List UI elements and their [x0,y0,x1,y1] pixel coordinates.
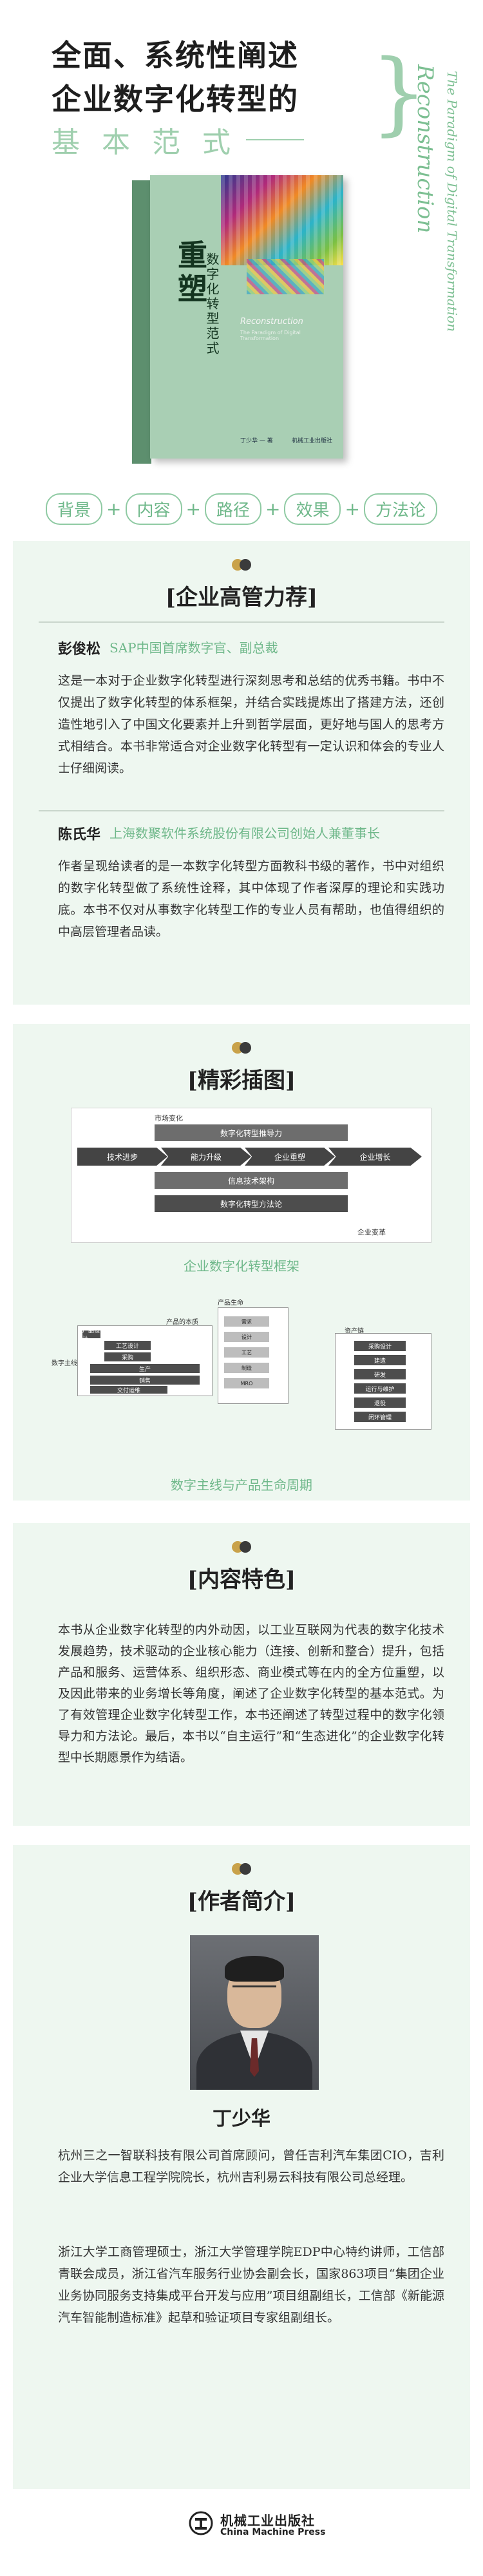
tag-methodology: 方法论 [363,493,437,525]
brace-icon: } [370,41,428,146]
header: 全面、系统性阐述 企业数字化转型的 基本范式 } Reconstruction … [0,0,483,332]
cover-mosaic-art [221,175,343,265]
step-arrow: 技术进步 [77,1148,167,1166]
publisher-name-en: China Machine Press [220,2527,326,2537]
endorser-name: 陈氏华 [58,826,101,843]
lifecycle-label: 产品生命 [218,1300,243,1307]
tag-background: 背景 [46,493,103,525]
diagram-caption: 企业数字化转型框架 [184,1258,299,1274]
footer: 机械工业出版社 China Machine Press [0,2499,483,2550]
publisher-logo-icon [189,2511,213,2535]
tag-content: 内容 [125,493,182,525]
english-title-vertical: Reconstruction [412,64,438,234]
enterprise-change-label: 企业变革 [357,1228,386,1236]
right-item: 采购设计 [354,1341,406,1351]
middle-item: 设计 [224,1332,269,1342]
publisher-name-cn: 机械工业出版社 [220,2513,315,2528]
left-item: 交付运维 [90,1386,167,1394]
middle-item: 制造 [224,1363,269,1373]
step-arrow: 企业增长 [328,1148,422,1166]
author-name: 丁少华 [213,2108,270,2130]
product-essence-label: 产品的本质 [166,1319,198,1326]
english-subtitle-vertical: The Paradigm of Digital Transformation [444,71,460,332]
section-divider [39,810,444,811]
market-change-label: 市场变化 [155,1114,183,1122]
headline-subtitle: 基本范式 [52,126,252,159]
tag-path: 路径 [204,493,261,525]
tag-effect: 效果 [284,493,341,525]
endorsement-text: 作者呈现给读者的是一本数字化转型方面教科书级的著作，书中对组织的数字化转型做了系… [58,859,444,939]
left-item: 工艺设计 [104,1341,151,1350]
headline-line-2: 企业数字化转型的 [52,82,299,117]
step-arrow: 能力升级 [161,1148,251,1166]
illustrations-title: [精彩插图] [187,1068,296,1094]
asset-chain-label: 资产链 [345,1328,364,1335]
headline-line-1: 全面、系统性阐述 [52,38,299,73]
content-panel: [内容特色] 本书从企业数字化转型的内外动因，以工业互联网为代表的数字化技术发展… [13,1523,470,1826]
book-publisher: 机械工业出版社 [292,438,333,444]
framework-diagram: 市场变化 数字化转型推导力 技术进步 能力升级 企业重塑 企业增长 信息技术架构… [71,1108,431,1243]
plus-icon: + [265,498,281,520]
book-subtitle: 数字化转型范式 [204,252,220,356]
right-item: 运行与维护 [354,1383,406,1394]
recommend-title: [企业高管力荐] [165,585,318,611]
middle-item: 工艺 [224,1347,269,1358]
info-arch-bar: 信息技术架构 [155,1172,348,1189]
book-cover-area: 重塑 数字化转型范式 Reconstruction The Paradigm o… [0,161,483,483]
section-divider [39,621,444,623]
endorsement-text: 这是一本对于企业数字化转型进行深刻思考和总结的优秀书籍。书中不仅提出了数字化转型… [58,674,444,775]
content-title: [内容特色] [187,1567,296,1593]
diagram-caption: 数字主线与产品生命周期 [171,1477,312,1493]
diagram-frame [71,1108,431,1243]
left-item: 生产 [90,1364,200,1373]
dots-icon [232,1042,251,1054]
dots-icon [232,559,251,571]
dots-icon [232,1863,251,1875]
author-photo [190,1935,319,2090]
digital-thread-diagram: 产品的本质 数字主线 产品生命 资产链 产品设计 工艺设计 采购 生产 销售 交… [52,1294,444,1430]
step-arrow: 企业重塑 [245,1148,335,1166]
middle-item: MRO [224,1378,269,1388]
right-item: 闭环管理 [354,1412,406,1422]
cover-mosaic-art-secondary [247,259,324,294]
recommend-panel: [企业高管力荐] 彭俊松 SAP中国首席数字官、副总裁 这是一本对于企业数字化转… [13,541,470,1005]
feature-tags: 背景 + 内容 + 路径 + 效果 + 方法论 [0,483,483,535]
left-item: 产品设计 [82,1328,100,1343]
book-english-subtitle: The Paradigm of Digital Transformation [240,330,301,341]
book-spine [132,180,151,464]
author-panel: [作者简介] 丁少华 杭州三之一智联科技有限公司首席顾问，曾任吉利汽车集团CIO… [13,1845,470,2489]
author-title: [作者简介] [187,1889,296,1915]
book-title: 重塑 [173,240,208,307]
right-item: 研发 [354,1369,406,1379]
driver-bar: 数字化转型推导力 [155,1124,348,1141]
middle-item: 需求 [224,1316,269,1327]
endorser-role: SAP中国首席数字官、副总裁 [109,640,278,656]
content-text: 本书从企业数字化转型的内外动因，以工业互联网为代表的数字化技术发展趋势，技术驱动… [58,1623,444,1765]
plus-icon: + [345,498,360,520]
author-bio-2: 浙江大学工商管理硕士，浙江大学管理学院EDP中心特约讲师，工信部青联会成员，浙江… [58,2245,444,2325]
subtitle-row: 基本范式 [52,119,304,160]
illustrations-panel: [精彩插图] 市场变化 数字化转型推导力 技术进步 能力升级 企业重塑 企业增长… [13,1024,470,1501]
digital-thread-label: 数字主线 [52,1360,77,1367]
book-author: 丁少华 一 著 [240,438,273,444]
right-item: 退役 [354,1397,406,1408]
subtitle-rule [246,139,304,140]
left-item: 销售 [90,1376,200,1385]
author-bio-1: 杭州三之一智联科技有限公司首席顾问，曾任吉利汽车集团CIO，吉利企业大学信息工程… [58,2148,444,2184]
book-english-title: Reconstruction [240,317,303,327]
book-cover[interactable]: 重塑 数字化转型范式 Reconstruction The Paradigm o… [150,175,343,459]
endorser-role: 上海数聚软件系统股份有限公司创始人兼董事长 [109,826,380,841]
dots-icon [232,1541,251,1553]
plus-icon: + [185,498,201,520]
methodology-bar: 数字化转型方法论 [155,1195,348,1212]
left-item: 采购 [104,1352,151,1361]
endorser-name: 彭俊松 [58,641,101,658]
right-item: 建造 [354,1355,406,1365]
plus-icon: + [106,498,122,520]
